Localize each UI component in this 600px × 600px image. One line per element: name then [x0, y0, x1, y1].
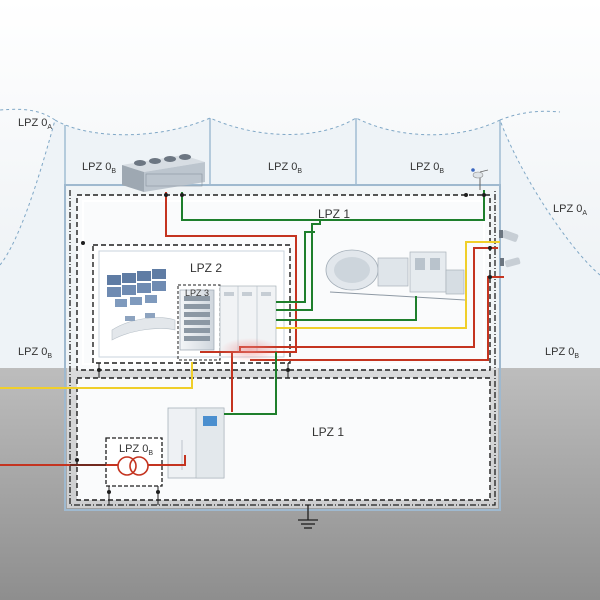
earth-ground-icon	[298, 505, 318, 529]
mesh-left-extension	[0, 108, 56, 121]
cable-entry-glow	[220, 338, 280, 362]
bonding-leads	[70, 363, 289, 505]
label-lpz0b-left: LPZ 0B	[18, 346, 52, 360]
signal-cable-machine-2	[276, 296, 417, 321]
label-lpz0b-transformer: LPZ 0B	[119, 443, 153, 457]
transformer-zone-box	[105, 437, 163, 487]
data-cable-camera	[276, 241, 500, 329]
signal-cable-machines	[276, 231, 315, 303]
signal-cable-weather	[276, 220, 321, 311]
label-lpz1-upper: LPZ 1	[318, 207, 350, 221]
foundation-earth-loop	[69, 190, 496, 506]
cctv-camera-icon	[499, 230, 521, 268]
power-cable-to-camera	[250, 276, 504, 361]
lpz2-inner	[98, 250, 285, 358]
label-lpz0b-right: LPZ 0B	[545, 346, 579, 360]
lpz3-boundary	[177, 284, 221, 361]
building-outline	[64, 184, 501, 511]
label-lpz0b-roof-3: LPZ 0B	[410, 161, 444, 175]
data-cable-external	[0, 362, 193, 389]
label-lpz2: LPZ 2	[190, 261, 222, 275]
server-rack-icon	[179, 289, 215, 351]
mesh-right-extension	[499, 110, 561, 121]
power-cable-transformer-out	[148, 455, 186, 466]
signal-cable-lower	[224, 352, 277, 415]
label-lpz0b-roof-1: LPZ 0B	[82, 161, 116, 175]
label-lpz1-lower: LPZ 1	[312, 425, 344, 439]
weather-station-icon	[471, 168, 489, 190]
hvac-rooftop-unit-icon	[122, 154, 205, 192]
main-distribution-cabinet-icon	[167, 407, 225, 479]
label-lpz3: LPZ 3	[185, 288, 209, 298]
label-lpz0b-roof-2: LPZ 0B	[268, 161, 302, 175]
lpz1-upper-inner	[82, 200, 485, 365]
control-room-monitors-icon	[107, 269, 176, 341]
signal-cable-roof-unit	[181, 190, 485, 221]
label-lpz0a-right: LPZ 0A	[553, 203, 587, 217]
label-lpz0a-left: LPZ 0A	[18, 117, 52, 131]
production-line-icon	[325, 249, 466, 301]
